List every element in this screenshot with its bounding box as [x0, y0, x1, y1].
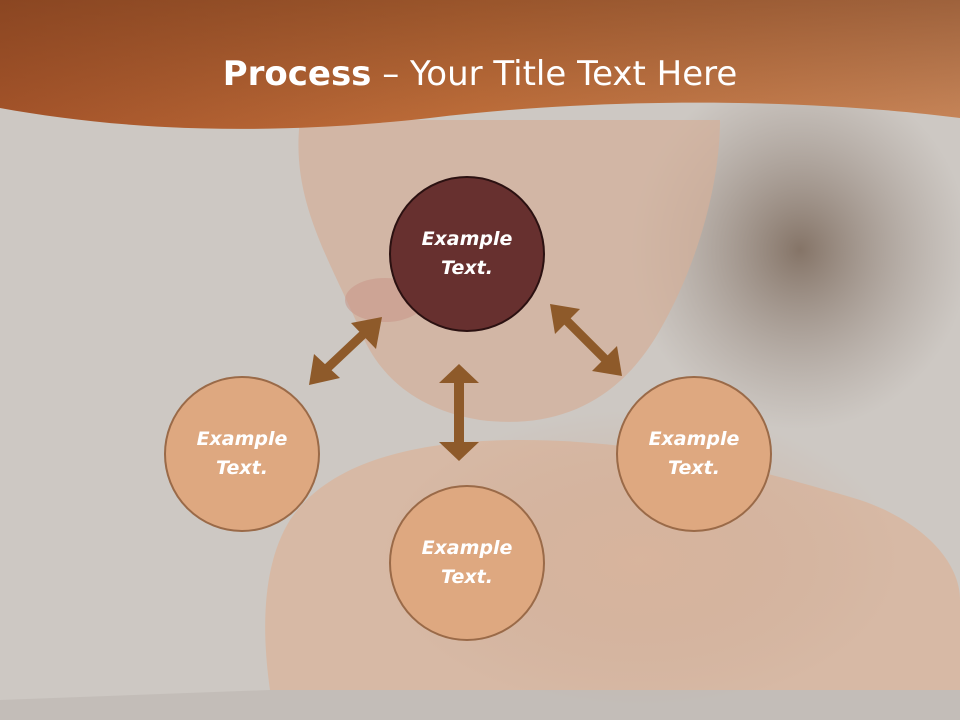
title-bold: Process [222, 54, 372, 94]
node-left-line1: Example [196, 428, 288, 450]
arrow-center-bottom [439, 364, 479, 461]
node-center-line1: Example [421, 228, 513, 250]
node-bottom-line1: Example [421, 537, 513, 559]
node-left-line2: Text. [216, 457, 268, 479]
process-node-bottom: Example Text. [389, 485, 545, 641]
node-center-line2: Text. [441, 257, 493, 279]
node-bottom-line2: Text. [441, 566, 493, 588]
process-node-right: Example Text. [616, 376, 772, 532]
title-rest: – Your Title Text Here [371, 54, 738, 94]
arrow-center-right [550, 304, 622, 376]
process-node-center: Example Text. [389, 176, 545, 332]
node-right-line1: Example [648, 428, 740, 450]
arrow-center-left [309, 317, 382, 385]
node-right-line2: Text. [668, 457, 720, 479]
process-node-left: Example Text. [164, 376, 320, 532]
slide-title: Process – Your Title Text Here [0, 50, 960, 98]
